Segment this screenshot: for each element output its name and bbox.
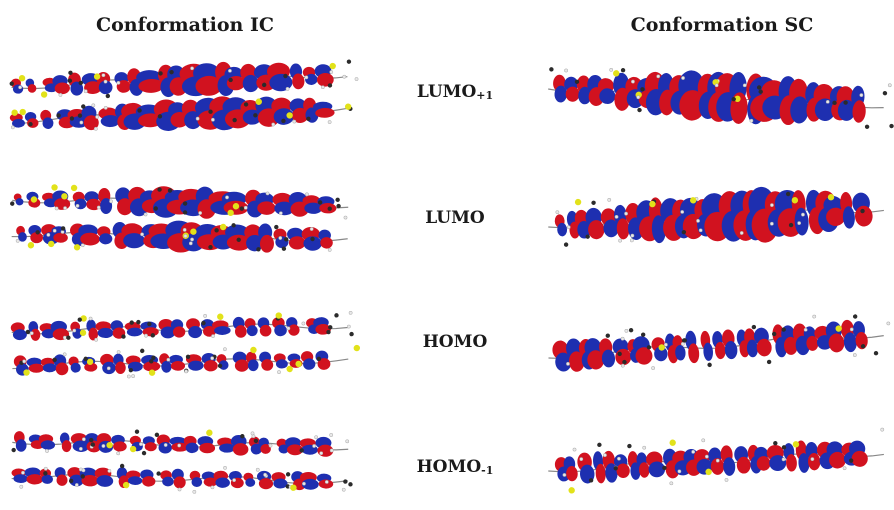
row-label-sub: -1 (481, 464, 494, 477)
row-label-main: LUMO (416, 82, 477, 102)
column-title-ic: Conformation IC (96, 14, 274, 36)
orbital-image-ic-homo (4, 296, 364, 394)
orbital-image-sc-homo (540, 296, 894, 394)
orbital-image-sc-homo-minus-1 (540, 412, 894, 510)
row-label-homo-minus-1: HOMO-1 (395, 457, 515, 477)
row-label-lumo: LUMO (395, 208, 515, 228)
row-label-sub: +1 (476, 89, 494, 102)
orbital-image-ic-lumo (4, 170, 364, 268)
column-title-sc: Conformation SC (630, 14, 814, 36)
row-label-main: HOMO (422, 332, 488, 352)
row-label-main: HOMO (416, 457, 482, 477)
orbital-image-sc-lumo (540, 168, 894, 266)
orbital-image-ic-lumo-plus-1 (4, 48, 364, 146)
row-label-lumo-plus-1: LUMO+1 (395, 82, 515, 102)
row-label-main: LUMO (425, 208, 485, 228)
orbital-image-ic-homo-minus-1 (4, 412, 364, 510)
orbital-image-sc-lumo-plus-1 (540, 48, 894, 146)
row-label-homo: HOMO (395, 332, 515, 352)
